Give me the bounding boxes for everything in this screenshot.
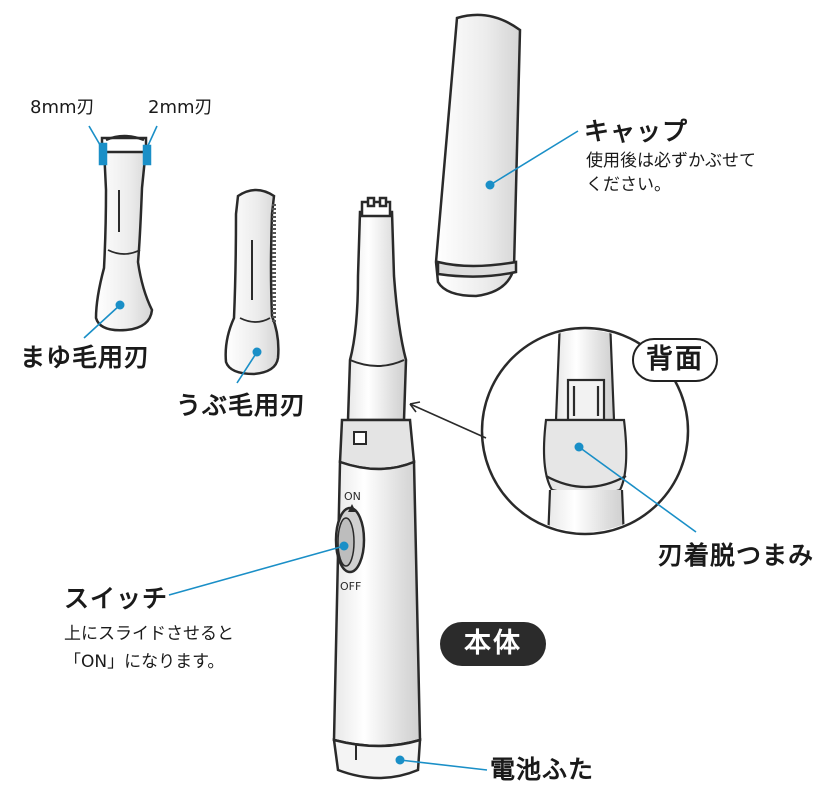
cap-dot xyxy=(485,180,495,190)
knob-dot xyxy=(574,442,584,452)
cap xyxy=(434,13,522,298)
vellus-blade-dot xyxy=(252,347,262,357)
leader-dots xyxy=(115,180,584,765)
vellus-blade-attachment xyxy=(224,188,280,376)
eyebrow-blade-dot xyxy=(115,300,125,310)
cap-title: キャップ xyxy=(584,117,689,146)
vellus-blade-label: うぶ毛用刃 xyxy=(176,391,307,420)
back-view-badge: 背面 xyxy=(632,338,718,382)
leader-lines xyxy=(83,125,697,771)
eyebrow-blade-attachment xyxy=(94,134,154,332)
cap-note-line1: 使用後は必ずかぶせて xyxy=(586,151,756,171)
body-badge: 本体 xyxy=(440,622,546,666)
inset-pointer-arrow xyxy=(409,401,487,439)
switch-off-text: OFF xyxy=(340,580,361,593)
eyebrow-blade-label: まゆ毛用刃 xyxy=(20,343,151,372)
blade-release-knob-label: 刃着脱つまみ xyxy=(658,541,813,570)
back-view-inset xyxy=(480,326,690,536)
blade-2mm-label: 2mm刃 xyxy=(148,97,213,118)
blade-8mm-label: 8mm刃 xyxy=(30,97,95,118)
battery-dot xyxy=(395,755,405,765)
switch-on-text: ON xyxy=(344,490,361,503)
switch-title: スイッチ xyxy=(64,584,169,613)
main-body xyxy=(332,196,422,780)
battery-cover-label: 電池ふた xyxy=(490,755,595,784)
switch-note-line2: 「ON」になります。 xyxy=(64,652,225,672)
cap-note-line2: ください。 xyxy=(586,175,671,195)
switch-dot xyxy=(339,541,349,551)
switch-note-line1: 上にスライドさせると xyxy=(64,624,234,644)
